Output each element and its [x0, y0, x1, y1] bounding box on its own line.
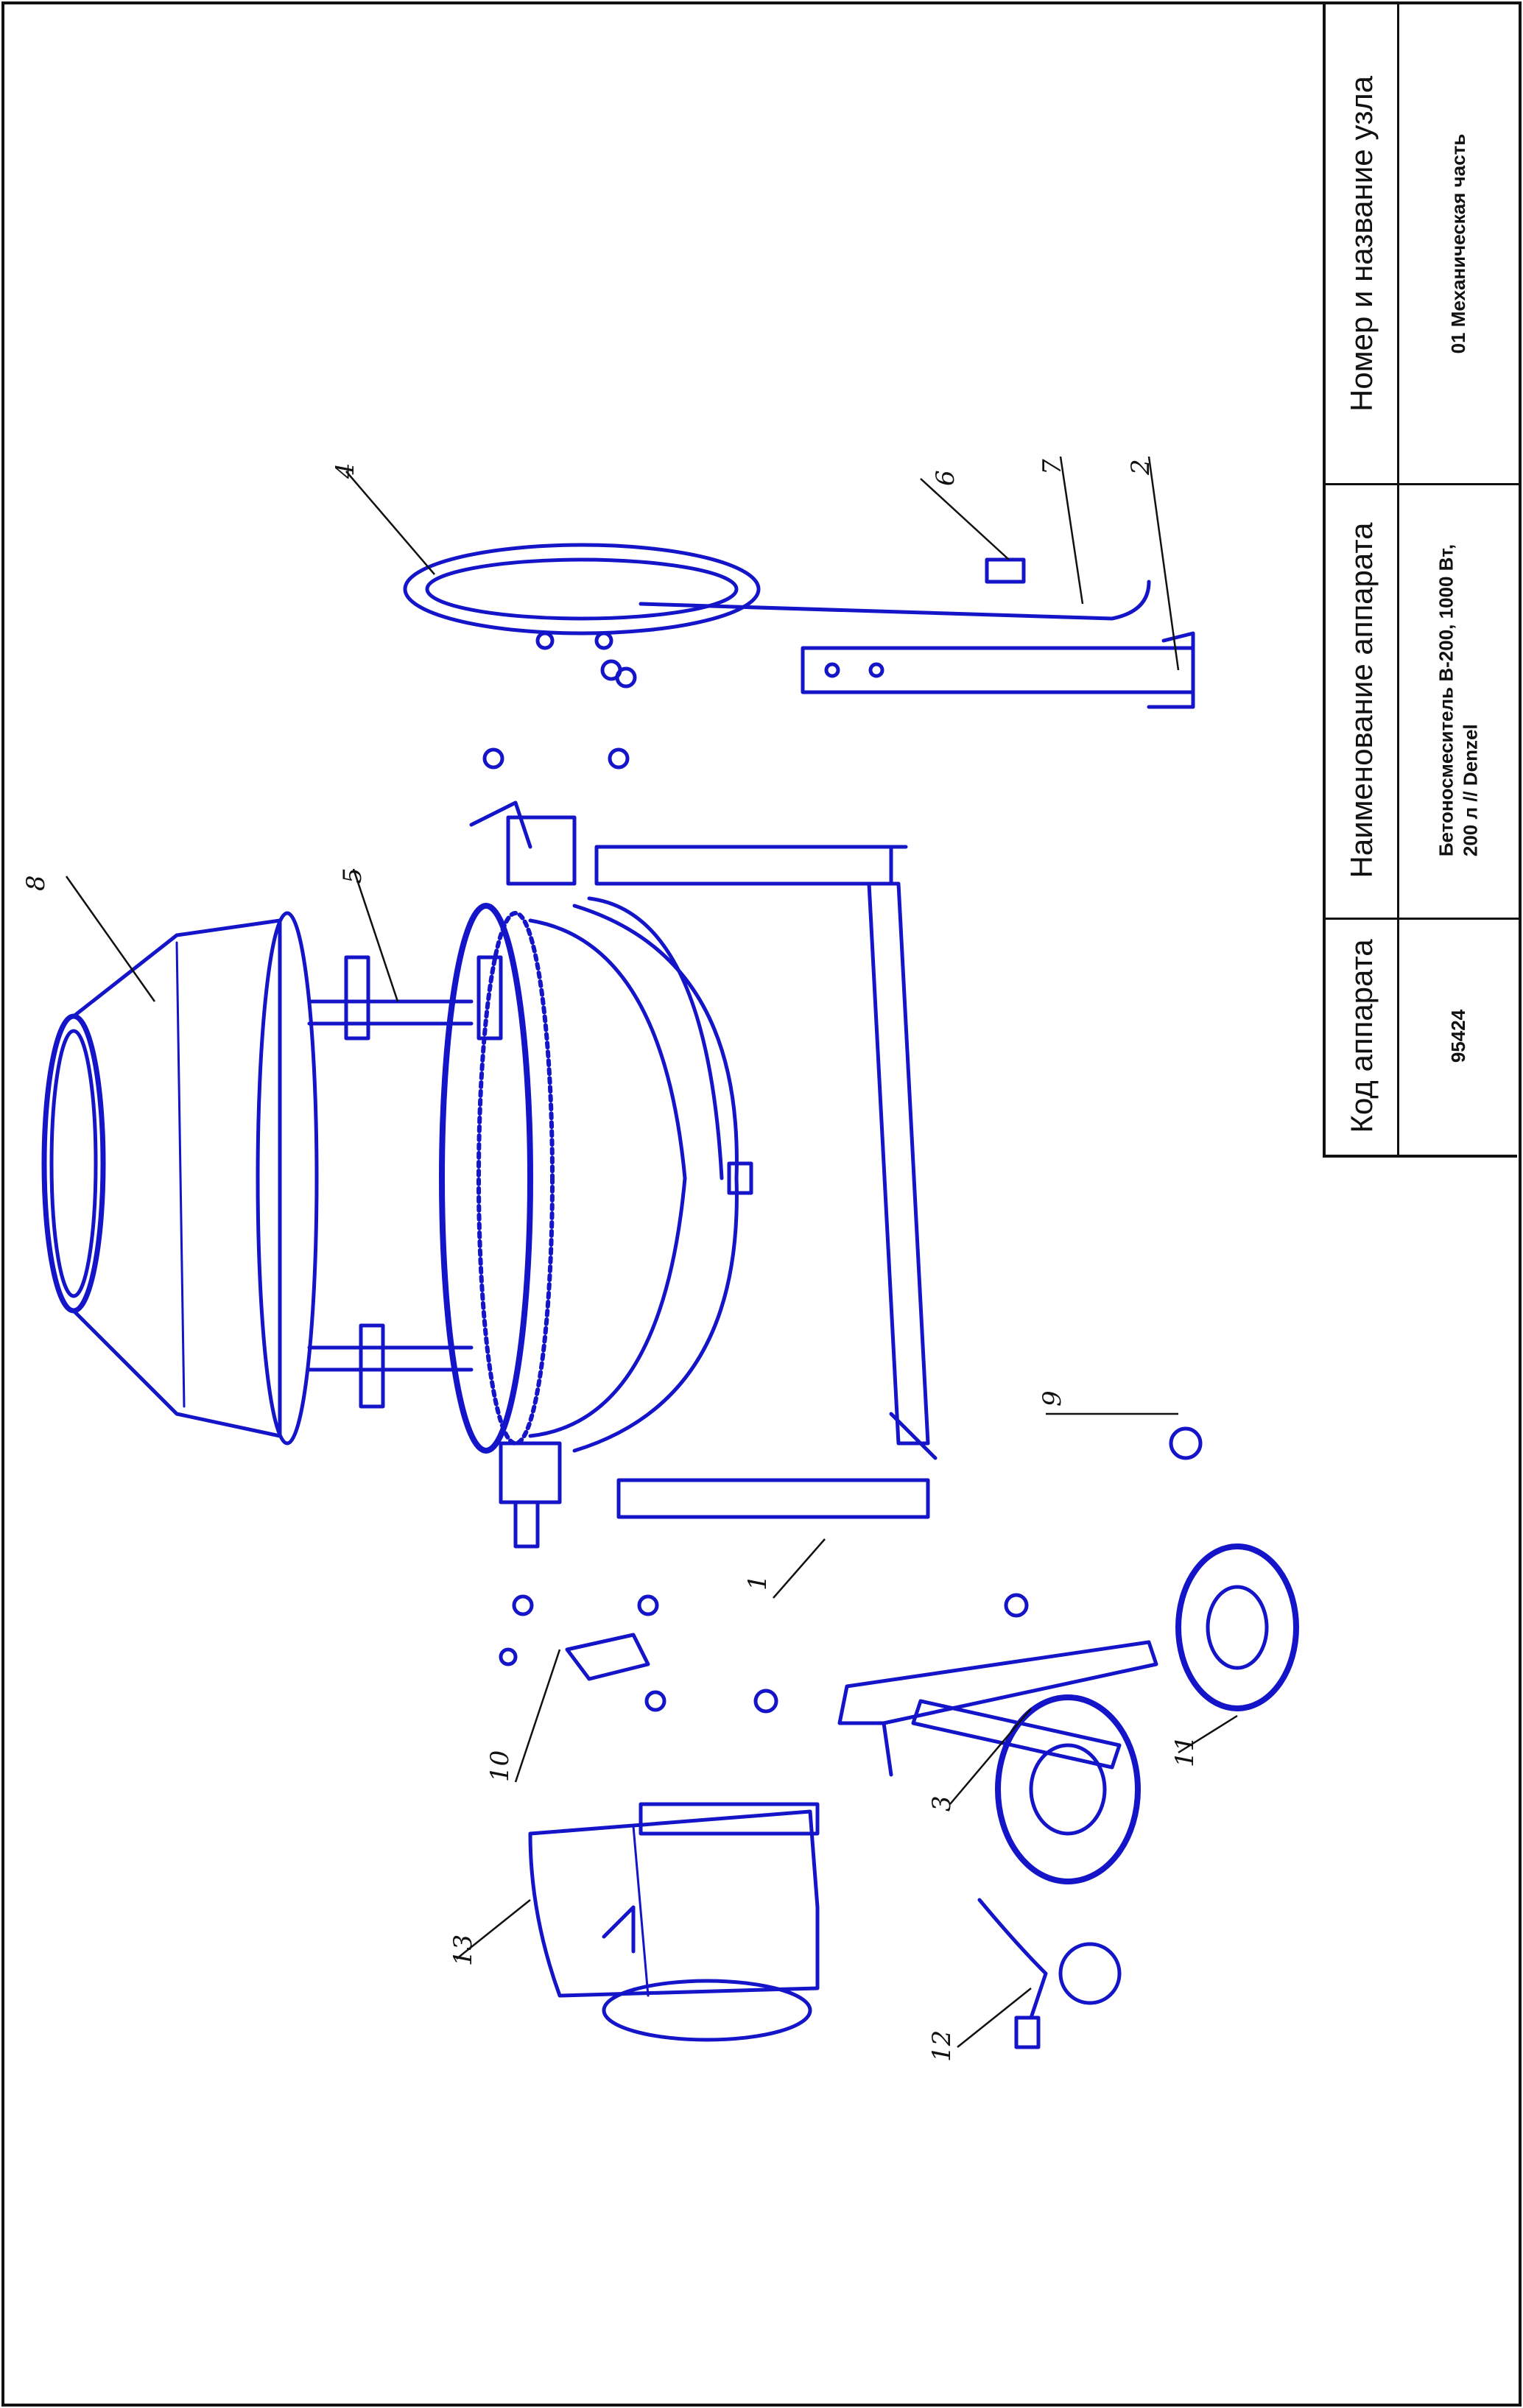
handle-part [403, 543, 1151, 689]
name-line-1: Бетоносмеситель В-200, 1000 Вт, [1435, 543, 1457, 857]
drum-body-part [439, 896, 753, 1454]
bolts-group [482, 747, 778, 1714]
callout-12: 12 [927, 2030, 957, 2062]
callout-11: 11 [1170, 1736, 1200, 1767]
leader-lines [65, 456, 1238, 2048]
callout-5: 5 [338, 867, 367, 884]
title-block-values: 01 Механическая часть Бетоносмеситель В-… [1399, 4, 1517, 1155]
header-code: Код аппарата [1343, 939, 1379, 1133]
wheels-part [837, 1543, 1299, 1884]
callout-2: 2 [1126, 459, 1156, 476]
rods-part [307, 955, 503, 1409]
title-block: Номер и название узла Наименование аппар… [1323, 4, 1520, 1158]
name-value: Бетоносмеситель В-200, 1000 Вт, 200 л //… [1435, 544, 1482, 856]
header-name: Наименование аппарата [1343, 522, 1379, 879]
header-node: Номер и название узла [1343, 76, 1379, 412]
callout-9: 9 [1038, 1390, 1067, 1407]
frame-part [469, 800, 938, 1549]
bracket-part [801, 631, 1195, 709]
drum-top-part [41, 911, 319, 1446]
callout-1: 1 [743, 1574, 773, 1591]
knob-part [1169, 1426, 1203, 1460]
node-value: 01 Механическая часть [1446, 133, 1469, 354]
callout-10: 10 [485, 1750, 515, 1782]
callout-labels: 8 4 5 6 7 2 9 1 10 3 11 12 13 [21, 459, 1200, 2062]
callout-4: 4 [331, 462, 360, 479]
title-block-headers: Номер и название узла Наименование аппар… [1326, 4, 1399, 1155]
cable-part [977, 1898, 1122, 2049]
name-line-2: 200 л // Denzel [1459, 724, 1481, 857]
bracket-10-part [565, 1633, 650, 1681]
callout-3: 3 [927, 1795, 957, 1812]
callout-13: 13 [449, 1935, 478, 1966]
code-value: 95424 [1446, 1009, 1469, 1063]
motor-part [528, 1802, 820, 2042]
callout-7: 7 [1038, 459, 1067, 475]
callout-6: 6 [931, 470, 960, 486]
callout-8: 8 [21, 875, 51, 891]
